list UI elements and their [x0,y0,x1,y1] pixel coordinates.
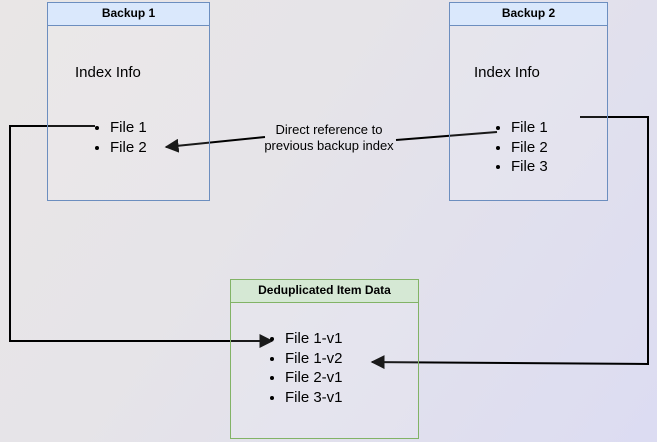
deduplicated-item-data-header: Deduplicated Item Data [231,280,418,303]
backup2-file-list: File 1 File 2 File 3 [495,118,548,177]
backup1-header: Backup 1 [48,3,209,26]
direct-reference-label: Direct reference to previous backup inde… [246,122,412,154]
backup2-box[interactable]: Backup 2 Index Info File 1 File 2 File 3 [449,2,608,201]
direct-reference-label-line2: previous backup index [264,138,394,153]
list-item: File 2-v1 [285,368,343,388]
list-item: File 2 [110,138,147,158]
backup1-index-info-label: Index Info [75,64,141,81]
dedup-file-list: File 1-v1 File 1-v2 File 2-v1 File 3-v1 [269,329,343,407]
backup2-header: Backup 2 [450,3,607,26]
backup2-index-info-label: Index Info [474,64,540,81]
list-item: File 1-v1 [285,329,343,349]
direct-reference-label-line1: Direct reference to [275,122,383,137]
backup1-file-list: File 1 File 2 [94,118,147,157]
list-item: File 1 [511,118,548,138]
deduplicated-item-data-body: File 1-v1 File 1-v2 File 2-v1 File 3-v1 [231,303,418,438]
list-item: File 3 [511,157,548,177]
backup2-body: Index Info File 1 File 2 File 3 [450,26,607,200]
backup1-box[interactable]: Backup 1 Index Info File 1 File 2 [47,2,210,201]
list-item: File 3-v1 [285,388,343,408]
deduplicated-item-data-box[interactable]: Deduplicated Item Data File 1-v1 File 1-… [230,279,419,439]
backup1-body: Index Info File 1 File 2 [48,26,209,200]
list-item: File 1 [110,118,147,138]
list-item: File 2 [511,138,548,158]
list-item: File 1-v2 [285,349,343,369]
